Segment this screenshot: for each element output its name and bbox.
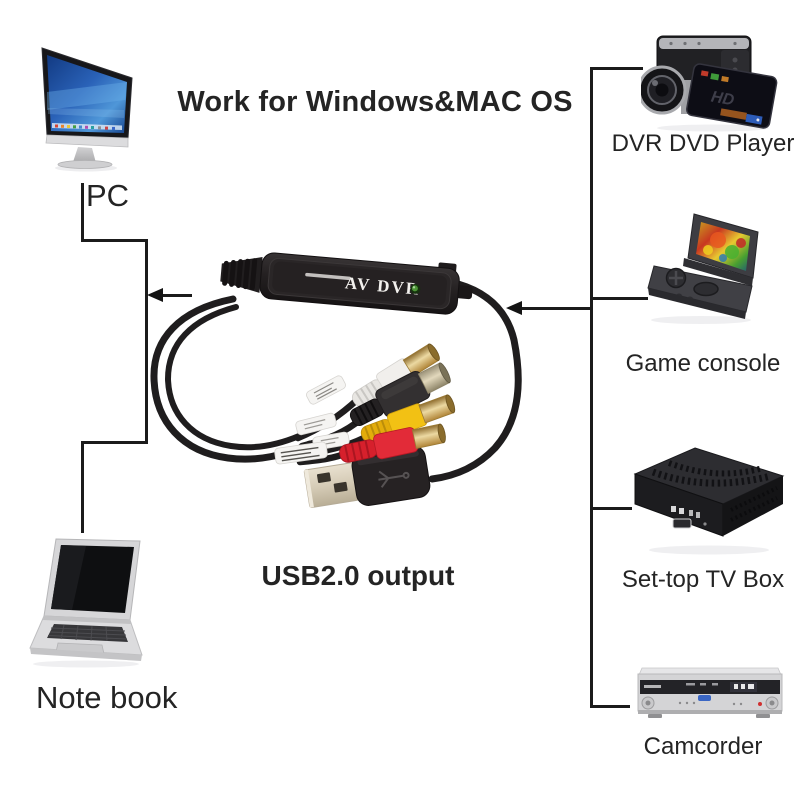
dock-icons xyxy=(55,124,115,130)
svideo-black-connector xyxy=(349,362,451,427)
notebook-label: Note book xyxy=(36,680,178,715)
strain-relief-ribs xyxy=(222,258,258,291)
camcorder-image xyxy=(634,666,786,724)
pc-label: PC xyxy=(86,178,130,213)
pc-image xyxy=(38,44,150,172)
led-indicator xyxy=(410,283,421,294)
set-top-box-label: Set-top TV Box xyxy=(621,566,785,593)
page-title: Work for Windows&MAC OS xyxy=(177,86,573,118)
branch-game-console xyxy=(590,297,648,300)
rca-red-connector xyxy=(339,423,446,463)
device-slot xyxy=(305,272,352,281)
game-console-label: Game console xyxy=(625,350,781,377)
hd-badge: HD xyxy=(710,89,736,110)
cable-label-stickers xyxy=(274,375,350,465)
usb-trident-icon xyxy=(378,470,410,488)
left-bracket-top xyxy=(81,239,148,242)
left-arrow-line xyxy=(160,294,192,297)
left-arrow-icon xyxy=(147,288,163,302)
camcorder-label: Camcorder xyxy=(643,733,763,760)
rca-yellow-connector xyxy=(360,394,456,442)
dvr-dvd-player-image: HD xyxy=(641,34,785,132)
capture-device-image: AV DVR xyxy=(140,238,570,538)
capture-device-body: AV DVR xyxy=(220,252,473,315)
usb-output-label: USB2.0 output xyxy=(261,560,455,591)
branch-camcorder xyxy=(590,705,630,708)
dvr-dvd-player-label: DVR DVD Player xyxy=(611,130,795,157)
set-top-box-image xyxy=(633,446,785,558)
notebook-image xyxy=(28,536,148,670)
left-bracket-vertical xyxy=(145,239,148,444)
pc-connector-line xyxy=(81,183,84,241)
notebook-connector-line xyxy=(81,441,84,533)
camcorder-flip-screen: HD xyxy=(685,63,778,129)
settop-front-display xyxy=(671,506,707,529)
game-console-image xyxy=(646,210,770,326)
left-bracket-bottom xyxy=(81,441,148,444)
right-arrow-line xyxy=(521,307,592,310)
branch-set-top xyxy=(590,507,632,510)
branch-dvr-dvd xyxy=(590,67,643,70)
rca-white-connector xyxy=(352,343,440,407)
right-bracket-vertical xyxy=(590,67,593,708)
right-arrow-icon xyxy=(506,301,522,315)
